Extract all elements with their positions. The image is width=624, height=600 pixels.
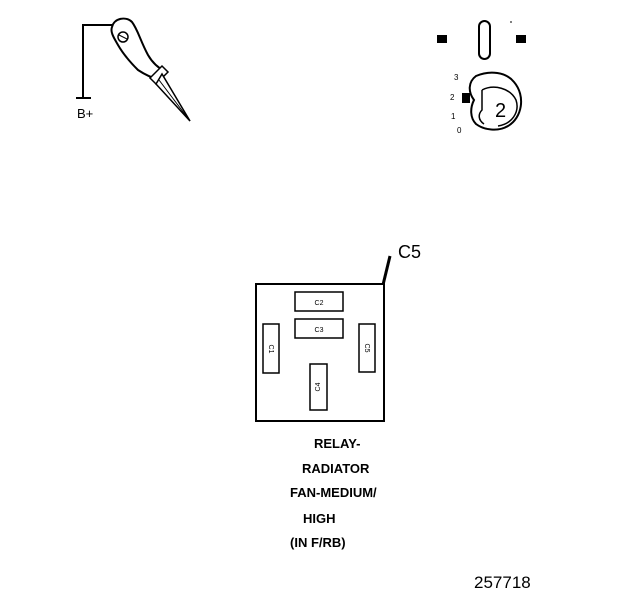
terminal-c2-label: C2 [315,300,324,307]
switch-position-1: 1 [451,112,456,121]
terminal-c1 [262,323,280,374]
switch-selected-position: 2 [495,100,506,122]
terminal-c1-label: C1 [267,345,274,354]
terminal-c5 [358,323,376,373]
terminal-c3-label: C3 [315,327,324,334]
caption-line-2: RADIATOR [302,461,370,476]
terminal-c2 [294,291,344,312]
terminal-c5-label: C5 [363,344,370,353]
switch-position-3: 3 [454,73,459,82]
terminal-c3 [294,318,344,339]
switch-position-2: 2 [450,93,455,102]
caption-line-4: HIGH [303,511,336,526]
callout-label: C5 [398,242,421,262]
switch-position-0: 0 [457,126,462,135]
caption-line-3: FAN-MEDIUM/ [290,485,377,500]
figure-number: 257718 [474,573,531,592]
caption-line-1: RELAY- [314,436,360,451]
terminal-c4 [309,363,328,411]
ignition-switch-icon [437,20,526,131]
terminal-c4-label: C4 [315,382,322,391]
caption-line-5: (IN F/RB) [290,535,346,550]
probe-label: B+ [77,106,93,121]
test-light-icon [76,17,191,122]
